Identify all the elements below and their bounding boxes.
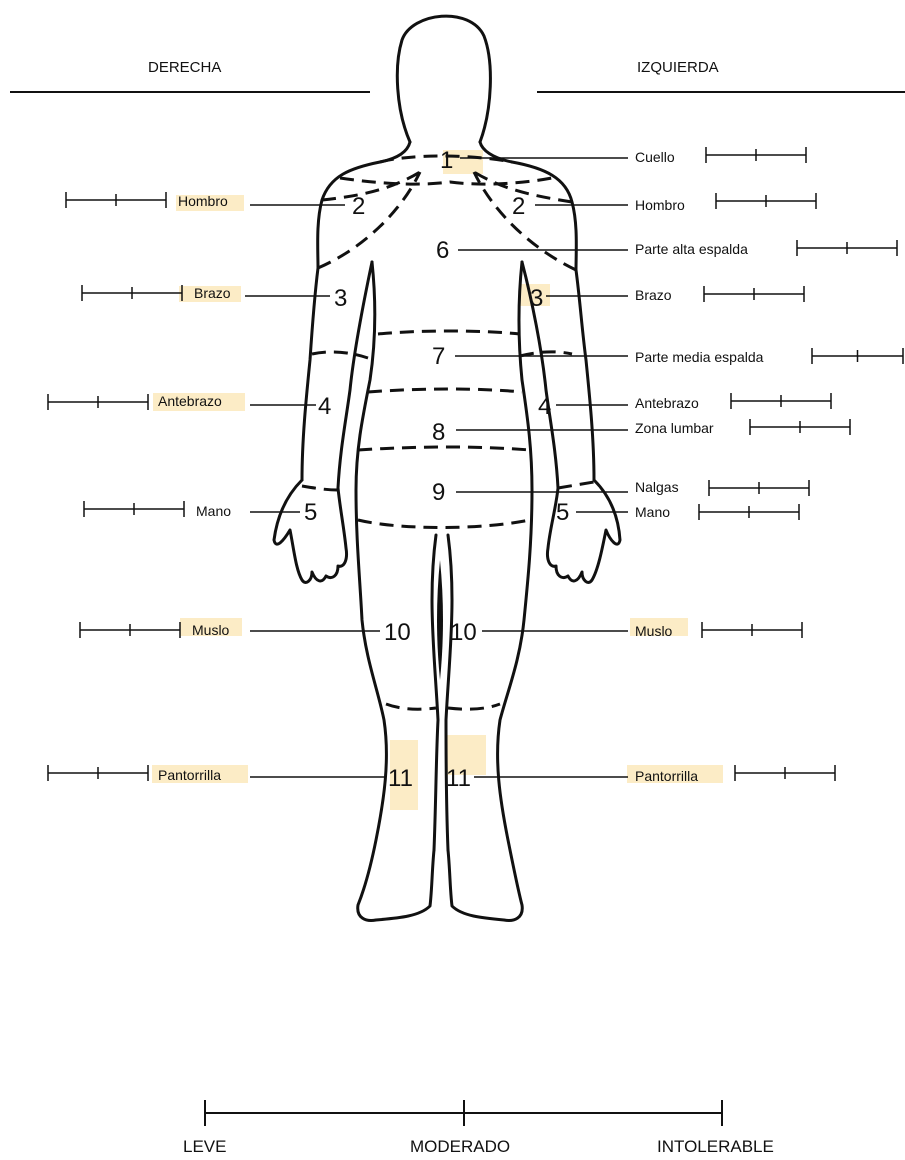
zone-number: 11: [446, 765, 471, 792]
rating-scale-left-mano[interactable]: [699, 504, 799, 520]
label-right-muslo: Muslo: [192, 622, 230, 638]
label-right-pantorrilla: Pantorrilla: [158, 767, 221, 783]
rating-scale-left-zona-lumbar[interactable]: [750, 419, 850, 435]
label-left-cuello: Cuello: [635, 149, 675, 165]
label-right-brazo: Brazo: [194, 285, 231, 301]
severity-scale: LEVE MODERADO INTOLERABLE: [183, 752, 774, 1156]
rating-scale-right-mano[interactable]: [84, 501, 184, 517]
rating-scales: [48, 147, 903, 781]
rating-scale-left-cuello[interactable]: [706, 147, 806, 163]
label-left-pantorrilla: Pantorrilla: [635, 768, 698, 784]
leader-lines-left: [455, 158, 628, 777]
rating-scale-left-nalgas[interactable]: [709, 480, 809, 496]
zone-number: 1: [440, 147, 453, 174]
zone-number: 2: [352, 193, 365, 220]
zone-number: 8: [432, 419, 445, 446]
label-right-antebrazo: Antebrazo: [158, 393, 222, 409]
rating-scale-right-antebrazo[interactable]: [48, 394, 148, 410]
label-right-hombro: Hombro: [178, 193, 228, 209]
header-derecha: DERECHA: [148, 59, 221, 76]
zone-number: 5: [556, 499, 569, 526]
zone-number: 11: [388, 765, 413, 792]
scale-label-leve: LEVE: [183, 1137, 226, 1156]
rating-scale-left-pantorrilla[interactable]: [735, 765, 835, 781]
label-left-brazo: Brazo: [635, 287, 672, 303]
label-right-mano: Mano: [196, 503, 231, 519]
zone-number: 10: [384, 619, 411, 646]
zone-number: 10: [450, 619, 477, 646]
label-left-muslo: Muslo: [635, 623, 673, 639]
zone-number: 7: [432, 343, 445, 370]
rating-scale-left-parte-media-espalda[interactable]: [812, 348, 903, 364]
rating-scale-left-parte-alta-espalda[interactable]: [797, 240, 897, 256]
zone-number: 3: [530, 285, 543, 312]
label-left-mano: Mano: [635, 504, 670, 520]
rating-scale-left-brazo[interactable]: [704, 286, 804, 302]
zone-number: 9: [432, 479, 445, 506]
rating-scale-left-muslo[interactable]: [702, 622, 802, 638]
label-left-zona-lumbar: Zona lumbar: [635, 420, 714, 436]
zone-number: 3: [334, 285, 347, 312]
zone-number: 4: [318, 393, 331, 420]
rating-scale-right-hombro[interactable]: [66, 192, 166, 208]
rating-scale-right-brazo[interactable]: [82, 285, 182, 301]
label-left-hombro: Hombro: [635, 197, 685, 213]
zone-number: 2: [512, 193, 525, 220]
scale-label-intolerable: INTOLERABLE: [657, 1137, 774, 1156]
label-left-antebrazo: Antebrazo: [635, 395, 699, 411]
rating-scale-right-muslo[interactable]: [80, 622, 180, 638]
zone-number: 4: [538, 393, 551, 420]
label-left-parte-media-espalda: Parte media espalda: [635, 349, 764, 365]
rating-scale-left-hombro[interactable]: [716, 193, 816, 209]
scale-label-moderado: MODERADO: [410, 1137, 510, 1156]
rating-scale-right-pantorrilla[interactable]: [48, 765, 148, 781]
zone-number: 5: [304, 499, 317, 526]
zone-number: 6: [436, 237, 449, 264]
header-izquierda: IZQUIERDA: [637, 59, 719, 76]
label-left-nalgas: Nalgas: [635, 479, 679, 495]
label-left-parte-alta-espalda: Parte alta espalda: [635, 241, 748, 257]
rating-scale-left-antebrazo[interactable]: [731, 393, 831, 409]
